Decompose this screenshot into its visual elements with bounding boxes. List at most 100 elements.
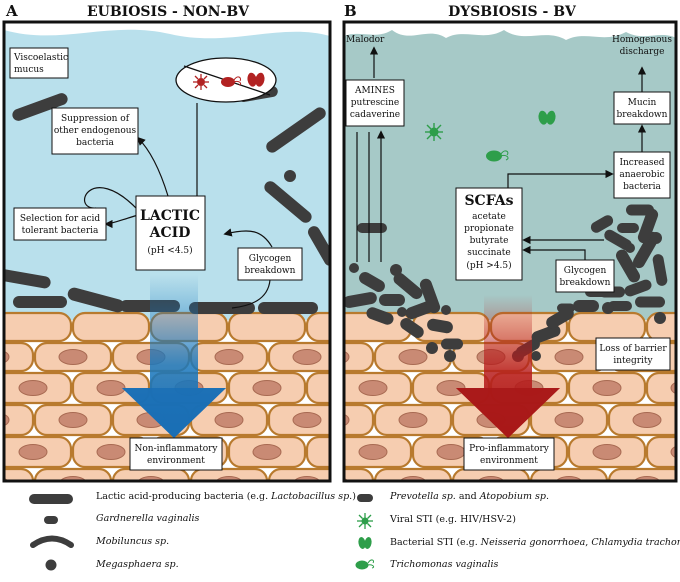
epithelial-cell [645,371,676,405]
megasphaera-bacterium [284,170,296,182]
box-suppression: Suppression of other endogenous bacteria [51,107,139,155]
cell-nucleus [592,380,622,396]
bacteria-b [344,204,668,362]
svg-text:other endogenous: other endogenous [54,126,137,136]
biofilm-bacterium [573,300,599,312]
epithelial-cell [645,311,676,343]
cell-nucleus [214,349,244,365]
svg-text:mucus: mucus [14,65,44,75]
svg-text:LACTIC: LACTIC [140,208,200,224]
coccus-bacterium [654,312,666,324]
biofilm-bacterium [366,307,394,325]
mobiluncus-icon [30,535,74,548]
svg-text:environment: environment [480,456,538,466]
panel-b-frame [342,20,678,483]
bacterial-sti-legend-icon [358,537,372,549]
lactobacillus-icon [29,494,73,504]
legend-megasphaera: Megasphaera sp. [96,559,179,570]
panel-b: B DYSBIOSIS - BV [342,2,678,483]
cell-nucleus [18,380,48,396]
epithelial-cell [529,467,609,481]
biofilm-bacterium [557,303,575,313]
epithelial-cell [33,467,113,481]
svg-text:Selection for acid: Selection for acid [20,214,101,224]
box-selection: Selection for acid tolerant bacteria [13,207,107,241]
svg-text:Non-inflammatory: Non-inflammatory [134,444,218,454]
biofilm-bacterium [637,208,659,244]
legend-gardnerella: Gardnerella vaginalis [96,513,200,524]
label-homogenous: Homogenous discharge [612,35,672,57]
coccus-bacterium [444,350,456,362]
svg-text:Glycogen: Glycogen [564,266,607,276]
cell-nucleus [292,349,322,365]
box-scfas: SCFAs acetate propionate butyrate succin… [455,187,523,281]
svg-text:propionate: propionate [464,224,514,234]
epithelial-cell [227,311,307,343]
svg-text:breakdown: breakdown [617,110,668,120]
svg-text:cadaverine: cadaverine [350,110,400,120]
biofilm-bacterium [546,307,574,329]
biofilm-bacterium [359,272,385,292]
cell-nucleus [58,412,88,428]
coccus-bacterium [441,305,451,315]
svg-text:bacteria: bacteria [623,182,661,192]
coccus-bacterium [426,342,438,354]
box-barrier: Loss of barrier integrity [595,337,671,371]
biofilm-bacterium [626,204,654,216]
arrow-to-suppression [136,136,169,197]
biofilm-bacterium [608,301,632,311]
lactobacillus-bacterium [13,296,67,308]
epithelial-cell [4,341,35,373]
lactobacillus-bacterium [264,181,312,223]
svg-text:(pH >4.5): (pH >4.5) [466,260,511,271]
epithelial-cell [4,467,35,481]
coccus-bacterium [602,302,614,314]
lactobacillus-bacterium [67,287,125,313]
epithelial-cell [71,311,151,343]
epithelial-cell [344,341,375,373]
biofilm-bacterium [400,317,424,339]
arrow-loop [83,187,139,211]
biofilm-bacterium [344,292,377,308]
legend-prevotella: Prevotella sp. and Atopobium sp. [390,491,550,502]
svg-text:Increased: Increased [619,158,664,168]
gardnerella-icon [44,516,58,524]
cell-nucleus [632,412,662,428]
coccus-bacterium [625,243,635,253]
lactobacillus-bacterium [266,107,326,153]
panel-a-frame [2,20,332,483]
coccus-bacterium [390,264,402,276]
biofilm-bacterium [393,272,423,300]
box-non-inflammatory: Non-inflammatory environment [129,437,223,471]
virus-icon [193,74,209,90]
svg-text:Pro-inflammatory: Pro-inflammatory [469,444,550,454]
biofilm-bacterium [635,296,665,308]
svg-text:tolerant bacteria: tolerant bacteria [22,226,99,236]
cell-nucleus [358,380,388,396]
panel-b-title: DYSBIOSIS - BV [448,4,577,20]
lactobacillus-bacterium [189,302,255,314]
svg-text:(pH <4.5): (pH <4.5) [147,245,192,256]
svg-text:putrescine: putrescine [351,98,399,108]
cell-nucleus [18,444,48,460]
panel-a-letter: A [5,2,18,20]
label-malodor: Malodor [346,35,385,45]
arrow-glycogen-to-lactic [223,228,273,248]
prevotella-icon [357,494,373,502]
svg-text:Loss of barrier: Loss of barrier [599,344,667,354]
box-glycogen-a: Glycogen breakdown [237,247,303,281]
svg-text:integrity: integrity [613,356,653,366]
mucus-layer-healthy [4,29,330,320]
svg-text:Mucin: Mucin [628,98,657,108]
cell-nucleus [292,412,322,428]
biofilm-bacterium [652,254,668,286]
legend-viral: Viral STI (e.g. HIV/HSV-2) [390,514,516,525]
box-glycogen-b: Glycogen breakdown [555,259,615,293]
megasphaera-icon [45,559,57,571]
legend-lactobacillus: Lactic acid-producing bacteria (e.g. Lac… [96,491,356,502]
cell-nucleus [214,412,244,428]
epithelial-cell [373,467,453,481]
cell-nucleus [398,349,428,365]
box-lactic-acid: LACTIC ACID (pH <4.5) [135,195,206,271]
